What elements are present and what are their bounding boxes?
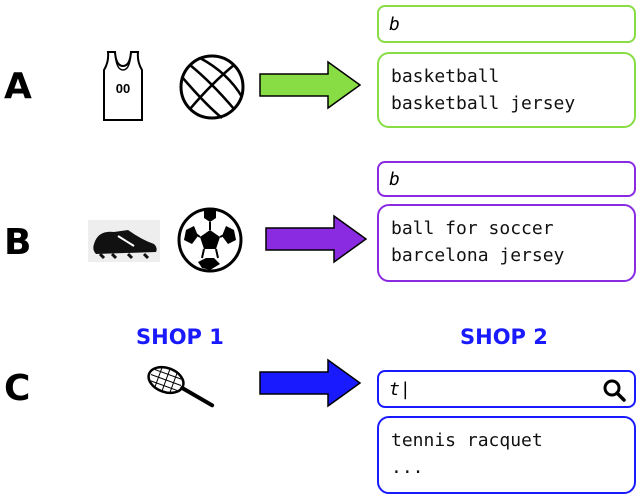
search-input-row-a[interactable]: b xyxy=(377,5,636,43)
suggestion-list-row-c: tennis racquet ... xyxy=(377,416,636,494)
arrow-row-b xyxy=(265,214,368,264)
shop-1-label: SHOP 1 xyxy=(136,325,224,349)
search-input-row-b[interactable]: b xyxy=(377,161,636,197)
row-label-b: B xyxy=(4,222,32,263)
suggestion-list-row-b: ball for soccer barcelona jersey xyxy=(377,204,636,282)
suggestion-item[interactable]: basketball xyxy=(391,66,500,87)
shop-2-label: SHOP 2 xyxy=(460,325,548,349)
suggestion-item: ... xyxy=(391,457,424,478)
svg-text:00: 00 xyxy=(116,81,130,96)
row-label-c: C xyxy=(4,368,31,409)
soccer-ball-icon xyxy=(177,207,243,273)
suggestion-item[interactable]: basketball jersey xyxy=(391,93,576,114)
query-text: b xyxy=(389,168,400,190)
query-text: t| xyxy=(389,378,411,400)
row-label-a: A xyxy=(4,66,32,107)
suggestion-item[interactable]: tennis racquet xyxy=(391,430,543,451)
search-icon[interactable] xyxy=(602,378,626,402)
search-input-row-c[interactable]: t| xyxy=(377,370,636,408)
arrow-row-a xyxy=(259,60,362,110)
soccer-cleat-icon xyxy=(88,220,160,262)
suggestion-item[interactable]: ball for soccer xyxy=(391,218,554,239)
tennis-racquet-icon xyxy=(147,365,215,408)
basketball-jersey-icon: 00 xyxy=(103,51,143,121)
suggestion-list-row-a: basketball basketball jersey xyxy=(377,52,636,128)
arrow-row-c xyxy=(259,358,362,408)
basketball-icon xyxy=(179,54,245,120)
query-text: b xyxy=(389,13,400,35)
suggestion-item[interactable]: barcelona jersey xyxy=(391,245,565,266)
